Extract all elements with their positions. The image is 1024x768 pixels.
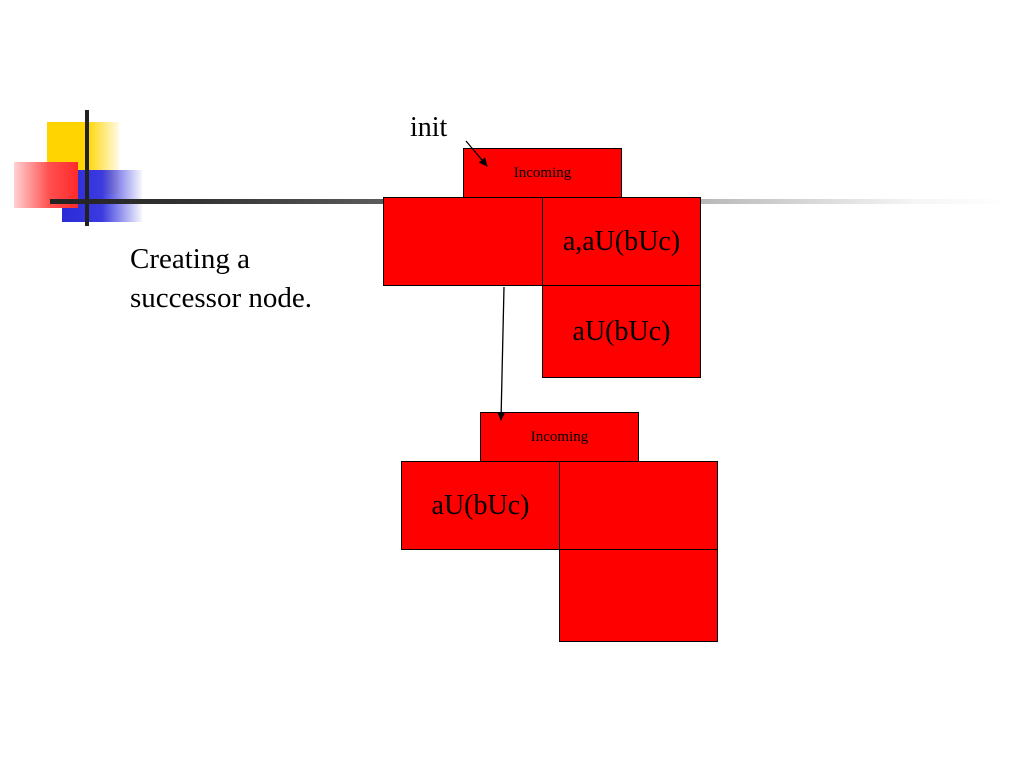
init-label: init [410,112,448,143]
caption-line-2: successor node. [130,282,313,314]
slide-caption: Creating a successor node. [130,240,390,318]
top-node-incoming-header: Incoming [463,148,622,198]
bottom-node-right-top-cell [559,461,718,550]
top-node-right-top-cell: a,aU(bUc) [542,197,701,286]
bottom-node-left-cell: aU(bUc) [401,461,560,550]
top-node-left-cell [383,197,543,286]
caption-line-1: Creating a [130,243,250,275]
successor-arrow [497,286,506,421]
top-node-right-bottom-cell: aU(bUc) [542,285,701,378]
bottom-node-right-bottom-cell [559,549,718,642]
bottom-node-incoming-header: Incoming [480,412,639,462]
vertical-rule-decoration [85,110,89,226]
